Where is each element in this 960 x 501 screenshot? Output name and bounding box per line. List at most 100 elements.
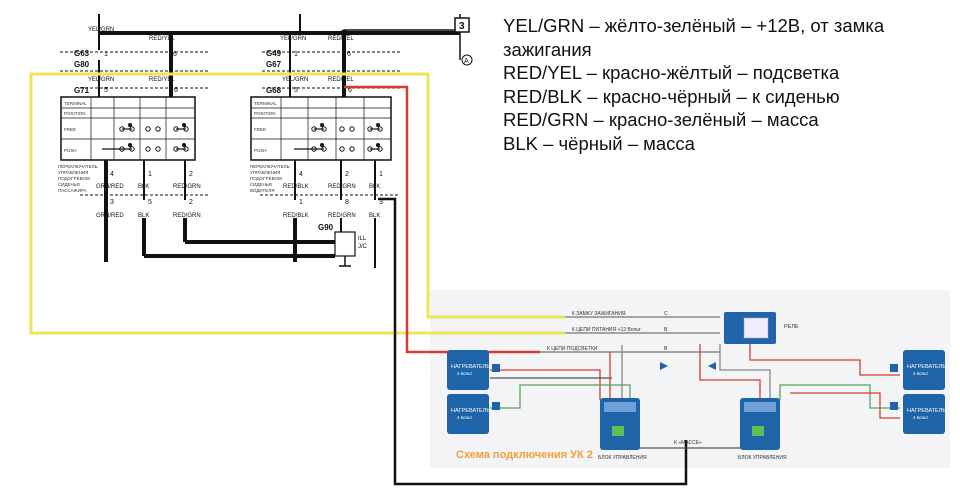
connector-label: G63	[74, 49, 90, 58]
wire-mark: B	[664, 346, 668, 352]
row-label: PUSH	[254, 148, 267, 153]
connector-label: G49	[266, 49, 282, 58]
wire-label: BLK	[369, 184, 380, 190]
to-ground-label: К «МАССЕ»	[674, 440, 702, 446]
row-label: TERMINAL	[64, 101, 87, 106]
pin-label: 1	[379, 171, 383, 178]
wire-label: YEL/GRN	[280, 36, 306, 42]
heater-sub-label: 4 вольт	[913, 415, 928, 420]
wire-label: BLK	[138, 213, 149, 219]
heater-label: НАГРЕВАТЕЛЬ	[451, 408, 490, 414]
wire-mark: C	[664, 311, 668, 317]
pin-label: 5	[294, 87, 298, 94]
legend-line: RED/BLK – красно-чёрный – к сиденью	[503, 85, 840, 107]
pin-label: 2	[189, 171, 193, 178]
pin-label: 6	[348, 87, 352, 94]
row-label: FREE	[64, 127, 76, 132]
wire-label: RED/GRN	[173, 184, 201, 190]
switch-caption: УПРАВЛЕНИЯ	[250, 170, 280, 175]
connector-label: G71	[74, 86, 90, 95]
heater-sub-label: 4 вольт	[457, 415, 472, 420]
wire-label: RED/YEL	[149, 77, 175, 83]
wire-label: RED/GRN	[173, 213, 201, 219]
to-backlight-label: К ЦЕПИ ПОДСВЕТКИ	[547, 346, 598, 352]
pin-label: 5	[104, 87, 108, 94]
wire-label: YEL/GRN	[88, 27, 114, 33]
to-ignition-label: К ЗАМКУ ЗАЖИГАНИЯ	[572, 311, 626, 317]
pin-label: 6	[174, 87, 178, 94]
wire-label: BLK	[138, 184, 149, 190]
black-wire	[378, 197, 688, 486]
heater-label: НАГРЕВАТЕЛЬ	[907, 364, 946, 370]
pin-label: 2	[189, 199, 193, 206]
switch-caption: ПЕРЕКЛЮЧАТЕЛЬ	[58, 164, 98, 169]
wire-label: YEL/GRN	[282, 77, 308, 83]
left-switch: YEL/GRN RED/YEL G71 5 6 TERMINAL POSITIO…	[58, 77, 330, 262]
kit-diagram: К ЗАМКУ ЗАЖИГАНИЯ К ЦЕПИ ПИТАНИЯ +12 Вол…	[447, 311, 946, 461]
relay-label: РЕЛЕ	[784, 324, 799, 330]
row-label: POSITION	[254, 111, 276, 116]
heater-sub-label: 4 вольт	[913, 371, 928, 376]
heater-unit	[903, 350, 945, 390]
wire-label: RED/GRN	[328, 184, 356, 190]
pin-label: 3	[379, 199, 383, 206]
ill-label: ILL	[358, 236, 367, 242]
switch-caption: СИДЕНЬЯ	[58, 182, 80, 187]
control-unit-label: БЛОК УПРАВЛЕНИЯ	[738, 455, 787, 461]
pin-label: 1	[299, 199, 303, 206]
wire-color-legend: YEL/GRN – жёлто-зелёный – +12В, от замка…	[503, 14, 953, 155]
legend-line: YEL/GRN – жёлто-зелёный – +12В, от замка	[503, 15, 885, 36]
connector-label: G68	[266, 86, 282, 95]
heater-label: НАГРЕВАТЕЛЬ	[907, 408, 946, 414]
switch-caption: ВОДИТЕЛЯ	[250, 188, 275, 193]
wire-label: RED/YEL	[328, 77, 354, 83]
wire-label: RED/YEL	[328, 36, 354, 42]
wire-label: RED/BLK	[283, 184, 309, 190]
schematic-top-bus	[60, 14, 461, 98]
heater-unit	[903, 394, 945, 434]
row-label: PUSH	[64, 148, 77, 153]
fuse-box-number: 3	[459, 21, 465, 32]
right-switch: YEL/GRN RED/YEL G68 5 6 TERMINAL POSITIO…	[250, 77, 400, 268]
heater-label: НАГРЕВАТЕЛЬ	[451, 364, 490, 370]
wire-label: YEL/GRN	[88, 77, 114, 83]
pin-label: 1	[104, 51, 108, 58]
wire-label: RED/GRN	[328, 213, 356, 219]
switch-caption: СИДЕНЬЯ	[250, 182, 272, 187]
switch-caption: ПЕРЕКЛЮЧАТЕЛЬ	[250, 164, 290, 169]
wire-label: RED/YEL	[149, 36, 175, 42]
row-label: TERMINAL	[254, 101, 277, 106]
legend-line: зажигания	[503, 38, 592, 60]
to-power-label: К ЦЕПИ ПИТАНИЯ +12 Вольт	[572, 327, 642, 333]
pin-label: 1	[148, 171, 152, 178]
fuse-box	[454, 17, 470, 33]
heater-unit	[447, 394, 489, 434]
legend-line: BLK – чёрный – масса	[503, 132, 695, 154]
pin-label: 2	[345, 171, 349, 178]
legend-line: RED/GRN – красно-зелёный – масса	[503, 109, 819, 130]
connector-label: G80	[74, 60, 90, 69]
row-label: POSITION	[64, 111, 86, 116]
ground-connector-label: G90	[318, 223, 334, 232]
pin-label: 6	[347, 51, 351, 58]
jc-label: J/C	[358, 244, 368, 250]
ground-symbol	[461, 54, 473, 66]
pin-label: 8	[345, 199, 349, 206]
wire-label: RED/BLK	[283, 213, 309, 219]
control-unit-label: БЛОК УПРАВЛЕНИЯ	[598, 455, 647, 461]
wire-label: BLK	[369, 213, 380, 219]
ground-junction	[334, 231, 356, 257]
wire-label: GRN/RED	[96, 213, 124, 219]
ground-symbol-label: A	[464, 58, 469, 65]
switch-caption: ПОДОГРЕВОМ	[250, 176, 282, 181]
wire-mark: B	[664, 327, 668, 333]
switch-caption: ПАССАЖИРА	[58, 188, 87, 193]
yellow-wire	[29, 72, 565, 335]
pin-label: 1	[294, 51, 298, 58]
pin-label: 4	[110, 171, 114, 178]
pin-label: 6	[173, 51, 177, 58]
wire-label: GRN/RED	[96, 184, 124, 190]
kit-panel	[430, 290, 950, 468]
switch-caption: ПОДОГРЕВОМ	[58, 176, 90, 181]
